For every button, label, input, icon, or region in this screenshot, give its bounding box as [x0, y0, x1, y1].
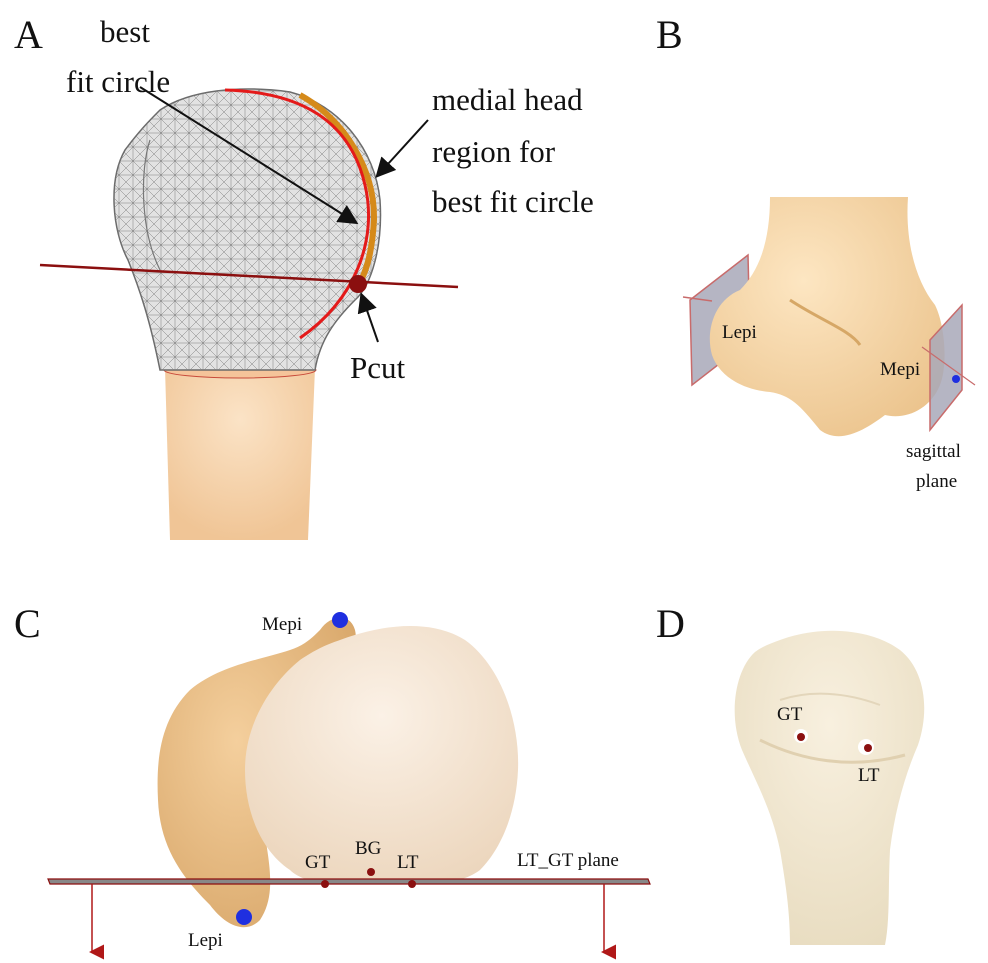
label-plane: plane — [916, 471, 957, 492]
bg-landmark-c — [367, 868, 375, 876]
panel-d: D GT LT — [656, 601, 924, 945]
panel-c-letter: C — [14, 601, 41, 646]
label-mepi-c: Mepi — [262, 614, 302, 635]
label-bg-c: BG — [355, 838, 382, 859]
panel-a-letter: A — [14, 12, 43, 57]
mepi-landmark-c — [332, 612, 348, 628]
distal-humerus-b — [710, 197, 945, 436]
label-lt-d: LT — [858, 765, 880, 786]
label-lt-gt-plane: LT_GT plane — [517, 850, 619, 871]
humerus-shaft-a — [165, 368, 315, 540]
panel-d-letter: D — [656, 601, 685, 646]
proximal-humerus-d — [735, 631, 925, 945]
arrow-medial-region — [378, 120, 428, 175]
lt-gt-plane — [48, 879, 650, 884]
label-fit-circle: fit circle — [66, 64, 170, 99]
label-medial-head: medial head — [432, 82, 583, 117]
lt-landmark-c — [408, 880, 416, 888]
panel-a: A best fit circle medial head region for… — [14, 12, 594, 540]
label-lepi-b: Lepi — [722, 322, 757, 343]
arrow-pcut — [362, 296, 378, 342]
lepi-landmark-c — [236, 909, 252, 925]
label-lepi-c: Lepi — [188, 930, 223, 951]
pcut-point — [349, 275, 367, 293]
panel-c: C Mepi Lepi GT BG LT LT_GT plane — [14, 601, 650, 952]
panel-b: B Lepi Mepi sagittal plane — [656, 12, 975, 492]
lt-landmark-d — [864, 744, 872, 752]
gt-landmark-c — [321, 880, 329, 888]
gt-landmark-d — [797, 733, 805, 741]
panel-b-letter: B — [656, 12, 683, 57]
label-mepi-b: Mepi — [880, 359, 920, 380]
label-region-for: region for — [432, 134, 556, 169]
label-lt-c: LT — [397, 852, 419, 873]
label-sagittal: sagittal — [906, 441, 961, 462]
label-gt-c: GT — [305, 852, 331, 873]
label-gt-d: GT — [777, 704, 803, 725]
mepi-landmark-b — [952, 375, 960, 383]
label-pcut: Pcut — [350, 350, 406, 385]
label-best-fit-circle: best fit circle — [432, 184, 594, 219]
label-best: best — [100, 14, 150, 49]
